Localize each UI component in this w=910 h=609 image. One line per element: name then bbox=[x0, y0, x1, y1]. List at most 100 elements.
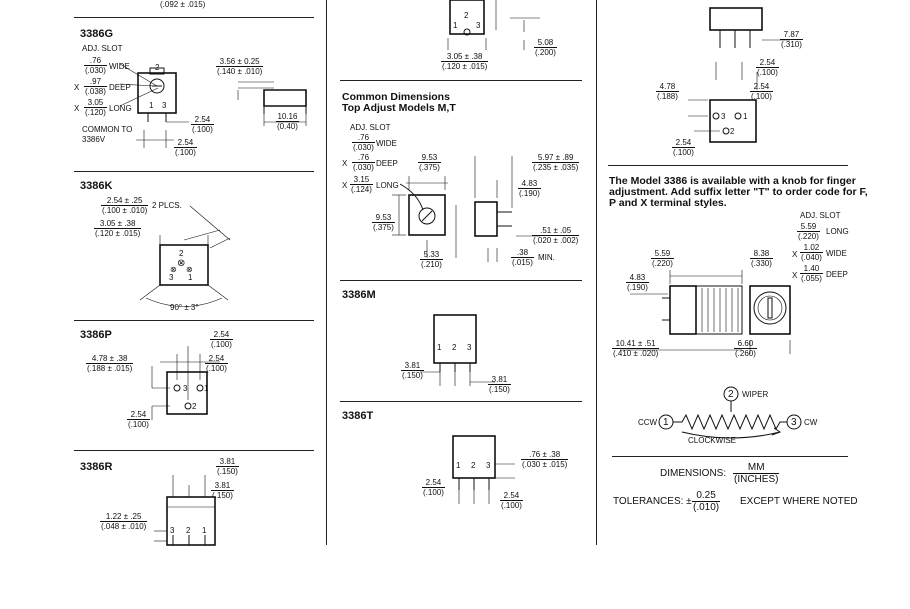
rule bbox=[612, 456, 848, 457]
dim-0-76: .76 ± .38(.030 ± .015) bbox=[521, 450, 569, 469]
dim-5-08: 5.08(.200) bbox=[534, 38, 557, 57]
svg-text:1: 1 bbox=[149, 101, 154, 110]
dim-2-54-c2: 2.54(.100) bbox=[750, 82, 773, 101]
adj-slot-label: ADJ. SLOT bbox=[350, 123, 391, 132]
dim-5-97: 5.97 ± .89(.235 ± .035) bbox=[532, 153, 580, 172]
tolerances-value: 0.25(.010) bbox=[692, 490, 721, 513]
wiper-number: 2 bbox=[728, 389, 734, 400]
knob-note: The Model 3386 is available with a knob … bbox=[609, 175, 868, 209]
svg-text:1: 1 bbox=[453, 21, 458, 30]
knob-deep-label: DEEP bbox=[826, 270, 848, 279]
rule bbox=[608, 165, 848, 166]
column-divider-left bbox=[326, 0, 327, 545]
adj-slot-label: ADJ. SLOT bbox=[800, 211, 841, 220]
x-mark: X bbox=[74, 104, 80, 113]
svg-text:3: 3 bbox=[183, 384, 188, 393]
top-dimension: (.092 ± .015) bbox=[160, 0, 206, 9]
dim-1-22: 1.22 ± .25(.048 ± .010) bbox=[100, 512, 148, 531]
x-mark: X bbox=[792, 250, 798, 259]
common-to-label: COMMON TO bbox=[82, 125, 133, 134]
knob-long-label: LONG bbox=[826, 227, 849, 236]
dim-6-60: 6.60(.260) bbox=[734, 339, 757, 358]
svg-text:1: 1 bbox=[202, 526, 207, 535]
dim-3-81-r2: 3.81(.150) bbox=[211, 481, 234, 500]
svg-text:2: 2 bbox=[192, 402, 197, 411]
section-title-3386t: 3386T bbox=[342, 410, 374, 422]
slot-wide-dim: .76(.030) bbox=[352, 133, 375, 152]
min-label: MIN. bbox=[538, 253, 555, 262]
section-title-3386p: 3386P bbox=[80, 329, 112, 341]
knob-deep-dim: 1.40(.055) bbox=[800, 264, 823, 283]
knob-wide-dim: 1.02(.040) bbox=[800, 243, 823, 262]
tolerances-note: EXCEPT WHERE NOTED bbox=[740, 496, 858, 507]
wiper-label: WIPER bbox=[742, 390, 769, 399]
cw-label: CW bbox=[804, 418, 818, 427]
tolerances-label: TOLERANCES: ± bbox=[613, 496, 692, 507]
svg-text:3: 3 bbox=[721, 112, 726, 121]
x-mark: X bbox=[792, 271, 798, 280]
rule bbox=[74, 320, 314, 321]
x-mark: X bbox=[342, 159, 348, 168]
dim-3-05: 3.05 ± .38(.120 ± .015) bbox=[94, 219, 142, 238]
rule bbox=[74, 171, 314, 172]
column-divider-right bbox=[596, 0, 597, 545]
slot-deep-label: DEEP bbox=[109, 83, 131, 92]
dim-9-53-b: 9.53(.375) bbox=[372, 213, 395, 232]
slot-long-label: LONG bbox=[109, 104, 132, 113]
svg-text:2: 2 bbox=[730, 127, 735, 136]
dim-0-51: .51 ± .05(.020 ± .002) bbox=[532, 226, 580, 245]
dim-0-38: .38(.015) bbox=[511, 248, 534, 267]
clockwise-label: CLOCKWISE bbox=[688, 436, 737, 445]
top-right-drawing: 3 1 2 bbox=[688, 7, 790, 143]
svg-text:3: 3 bbox=[162, 101, 167, 110]
ccw-number: 1 bbox=[663, 417, 669, 428]
svg-text:1: 1 bbox=[437, 343, 442, 352]
slot-deep-label: DEEP bbox=[376, 159, 398, 168]
adj-slot-label: ADJ. SLOT bbox=[82, 44, 123, 53]
dim-5-33: 5.33(.210) bbox=[420, 250, 443, 269]
slot-long-dim: 3.05(.120) bbox=[84, 98, 107, 117]
section-title-3386m: 3386M bbox=[342, 289, 376, 301]
svg-text:2: 2 bbox=[471, 461, 476, 470]
svg-text:1: 1 bbox=[743, 112, 748, 121]
svg-text:2: 2 bbox=[452, 343, 457, 352]
dim-3-05-top: 3.05 ± .38(.120 ± .015) bbox=[441, 52, 489, 71]
svg-text:1: 1 bbox=[188, 273, 193, 282]
x-mark: X bbox=[74, 83, 80, 92]
dim-2-54-b: 2.54(.100) bbox=[174, 138, 197, 157]
section-title-3386r: 3386R bbox=[80, 461, 113, 473]
dim-3-81-m2: 3.81(.150) bbox=[488, 375, 511, 394]
dim-5-59: 5.59(.220) bbox=[651, 249, 674, 268]
x-mark: X bbox=[342, 181, 348, 190]
ccw-label: CCW bbox=[638, 418, 658, 427]
svg-text:1: 1 bbox=[204, 384, 209, 393]
dim-2-54-p2: 2.54(.100) bbox=[205, 354, 228, 373]
svg-text:2: 2 bbox=[179, 249, 184, 258]
dim-2-54-plcs: 2.54 ± .25(.100 ± .010) bbox=[101, 196, 149, 215]
cw-number: 3 bbox=[791, 417, 797, 428]
schematic-diagram bbox=[658, 386, 802, 439]
dim-3-81-m1: 3.81(.150) bbox=[401, 361, 424, 380]
dim-10-16: 10.16(0.40) bbox=[276, 112, 299, 131]
rule bbox=[340, 401, 582, 402]
slot-deep-dim: .97(.038) bbox=[84, 77, 107, 96]
common-to-model: 3386V bbox=[82, 135, 106, 144]
dim-2-54-c1: 2.54(.100) bbox=[756, 58, 779, 77]
common-dims-drawing bbox=[392, 156, 540, 262]
section-title-3386k: 3386K bbox=[80, 180, 113, 192]
dim-3-56: 3.56 ± 0.25(.140 ± .010) bbox=[216, 57, 264, 76]
dim-2-54-t1: 2.54(.100) bbox=[422, 478, 445, 497]
knob-long-dim: 5.59(.220) bbox=[797, 222, 820, 241]
knob-drawing bbox=[620, 270, 791, 354]
dim-9-53-a: 9.53(.375) bbox=[418, 153, 441, 172]
rule bbox=[74, 17, 314, 18]
dim-2-54-t2: 2.54(.100) bbox=[500, 491, 523, 510]
svg-text:⊗: ⊗ bbox=[186, 265, 193, 274]
svg-text:3: 3 bbox=[476, 21, 481, 30]
rule bbox=[74, 450, 314, 451]
